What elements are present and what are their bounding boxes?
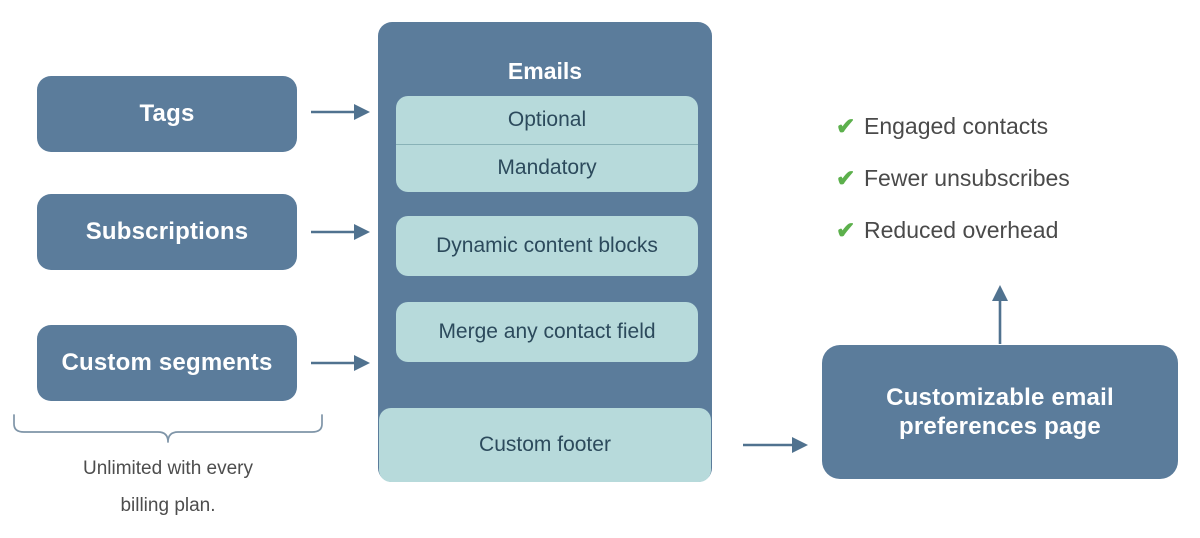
arrow-right-icon-subscriptions <box>311 224 370 240</box>
input-box-tags-label: Tags <box>139 100 195 128</box>
input-box-subscriptions-label: Subscriptions <box>85 218 249 246</box>
input-box-tags: Tags <box>37 76 297 152</box>
arrow-up-icon-cta-to-benefits <box>992 285 1008 344</box>
curly-brace-icon <box>12 414 324 444</box>
brace-caption-line2: billing plan. <box>120 495 216 517</box>
emails-panel-title: Emails <box>507 58 583 84</box>
brace-caption-line1: Unlimited with every <box>83 458 253 479</box>
brace-caption: Unlimited with every billing plan. <box>12 450 324 524</box>
check-icon: ✔ <box>836 216 856 243</box>
input-box-custom-segments-label: Custom segments <box>61 349 273 377</box>
input-box-subscriptions: Subscriptions <box>37 194 297 270</box>
input-box-custom-segments: Custom segments <box>37 325 297 401</box>
arrow-right-icon-tags <box>311 104 370 120</box>
check-icon: ✔ <box>836 164 856 191</box>
benefit-label: Fewer unsubscribes <box>864 164 1070 191</box>
feature-box-merge-any-contact-field-label: Merge any contact field <box>438 320 656 343</box>
list-item: ✔ Reduced overhead <box>836 204 1176 256</box>
list-item: ✔ Fewer unsubscribes <box>836 152 1176 204</box>
mandatory-row: Mandatory <box>396 144 698 192</box>
mandatory-row-label: Mandatory <box>497 156 597 179</box>
custom-footer-box: Custom footer <box>379 408 711 482</box>
benefit-label: Engaged contacts <box>864 112 1049 139</box>
cta-box-preferences-page: Customizable email preferences page <box>822 345 1178 479</box>
card-divider <box>396 144 698 145</box>
check-icon: ✔ <box>836 112 856 139</box>
feature-box-dynamic-content-blocks: Dynamic content blocks <box>396 216 698 276</box>
cta-box-line1: Customizable email <box>886 383 1114 411</box>
feature-box-merge-any-contact-field: Merge any contact field <box>396 302 698 362</box>
cta-box-line2: preferences page <box>899 413 1101 440</box>
benefit-label: Reduced overhead <box>864 216 1059 243</box>
benefits-list: ✔ Engaged contacts ✔ Fewer unsubscribes … <box>836 100 1176 256</box>
custom-footer-box-label: Custom footer <box>479 433 611 456</box>
feature-box-dynamic-content-blocks-label: Dynamic content blocks <box>436 234 658 257</box>
list-item: ✔ Engaged contacts <box>836 100 1176 152</box>
arrow-right-icon-custom-segments <box>311 355 370 371</box>
optional-mandatory-card: Optional Mandatory <box>396 96 698 192</box>
arrow-right-icon-footer-to-cta <box>743 437 808 453</box>
optional-row-label: Optional <box>507 108 587 131</box>
optional-row: Optional <box>396 96 698 144</box>
